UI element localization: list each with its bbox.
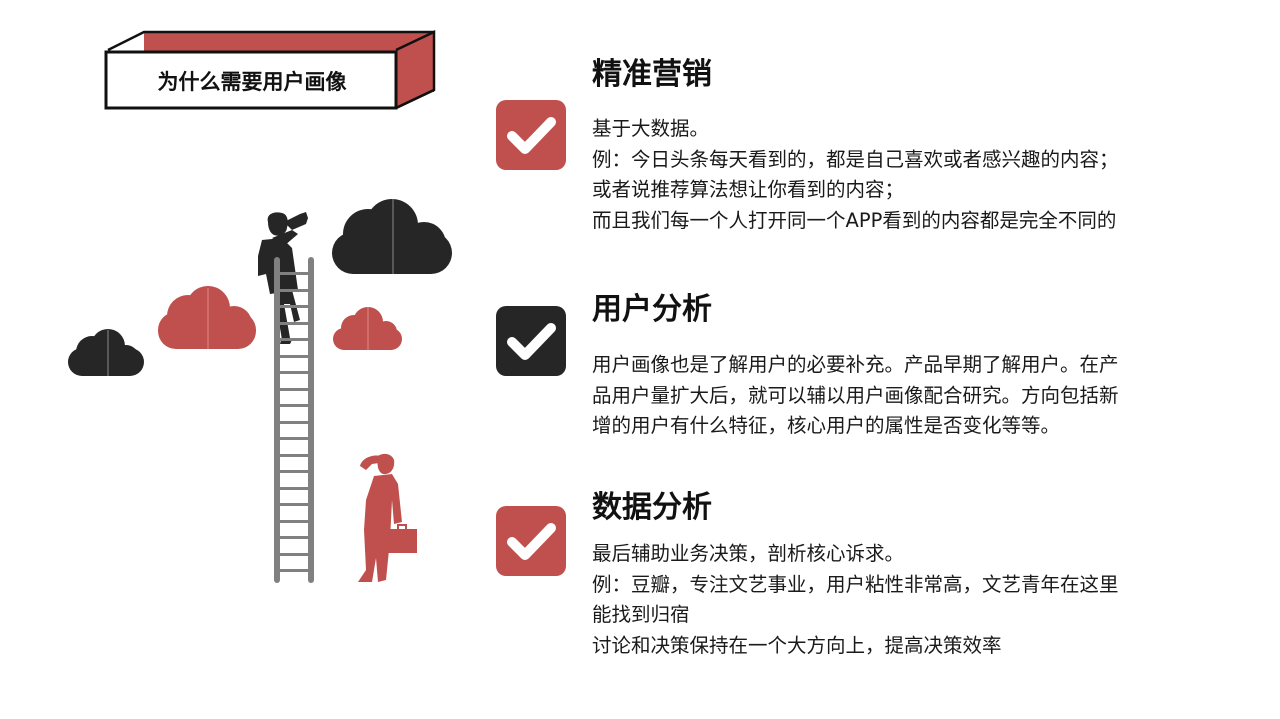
- slide-title: 为什么需要用户画像: [157, 70, 347, 94]
- checkbox-checked-icon: [496, 506, 566, 576]
- section-heading: 数据分析: [592, 490, 712, 525]
- cloud-icon: [333, 307, 402, 350]
- body-line: 用户画像也是了解用户的必要补充。产品早期了解用户。在产: [592, 353, 1119, 376]
- checkbox-checked-icon: [496, 100, 566, 170]
- body-line: 最后辅助业务决策，剖析核心诉求。: [592, 542, 905, 565]
- 3d-box-frame-icon: [104, 30, 436, 110]
- slide-title-box: 为什么需要用户画像: [100, 28, 440, 116]
- cloud-icon: [68, 329, 144, 376]
- cloud-icon: [158, 286, 256, 349]
- body-line: 讨论和决策保持在一个大方向上，提高决策效率: [592, 633, 1002, 657]
- body-line: 而且我们每一个人打开同一个APP看到的内容都是完全不同的: [592, 208, 1117, 232]
- body-line: 增的用户有什么特征，核心用户的属性是否变化等等。: [592, 414, 1061, 437]
- body-line: 品用户量扩大后，就可以辅以用户画像配合研究。方向包括新: [592, 383, 1119, 407]
- body-line: 能找到归宿: [592, 603, 690, 626]
- section-body: 最后辅助业务决策，剖析核心诉求。 例：豆瓣，专注文艺事业，用户粘性非常高，文艺青…: [592, 539, 1182, 661]
- section-heading: 精准营销: [592, 57, 712, 92]
- body-line: 例：豆瓣，专注文艺事业，用户粘性非常高，文艺青年在这里: [592, 572, 1119, 596]
- section-body: 用户画像也是了解用户的必要补充。产品早期了解用户。在产 品用户量扩大后，就可以辅…: [592, 350, 1182, 442]
- checkbox-checked-icon: [496, 306, 566, 376]
- cloud-icon: [332, 199, 452, 274]
- body-line: 例：今日头条每天看到的，都是自己喜欢或者感兴趣的内容；: [592, 147, 1119, 171]
- ladder-icon: [274, 257, 314, 583]
- person-with-briefcase-icon: [358, 453, 417, 582]
- body-line: 或者说推荐算法想让你看到的内容；: [592, 178, 905, 201]
- section-heading: 用户分析: [592, 292, 712, 327]
- illustration: [0, 0, 480, 719]
- body-line: 基于大数据。: [592, 117, 710, 140]
- section-body: 基于大数据。 例：今日头条每天看到的，都是自己喜欢或者感兴趣的内容； 或者说推荐…: [592, 114, 1182, 236]
